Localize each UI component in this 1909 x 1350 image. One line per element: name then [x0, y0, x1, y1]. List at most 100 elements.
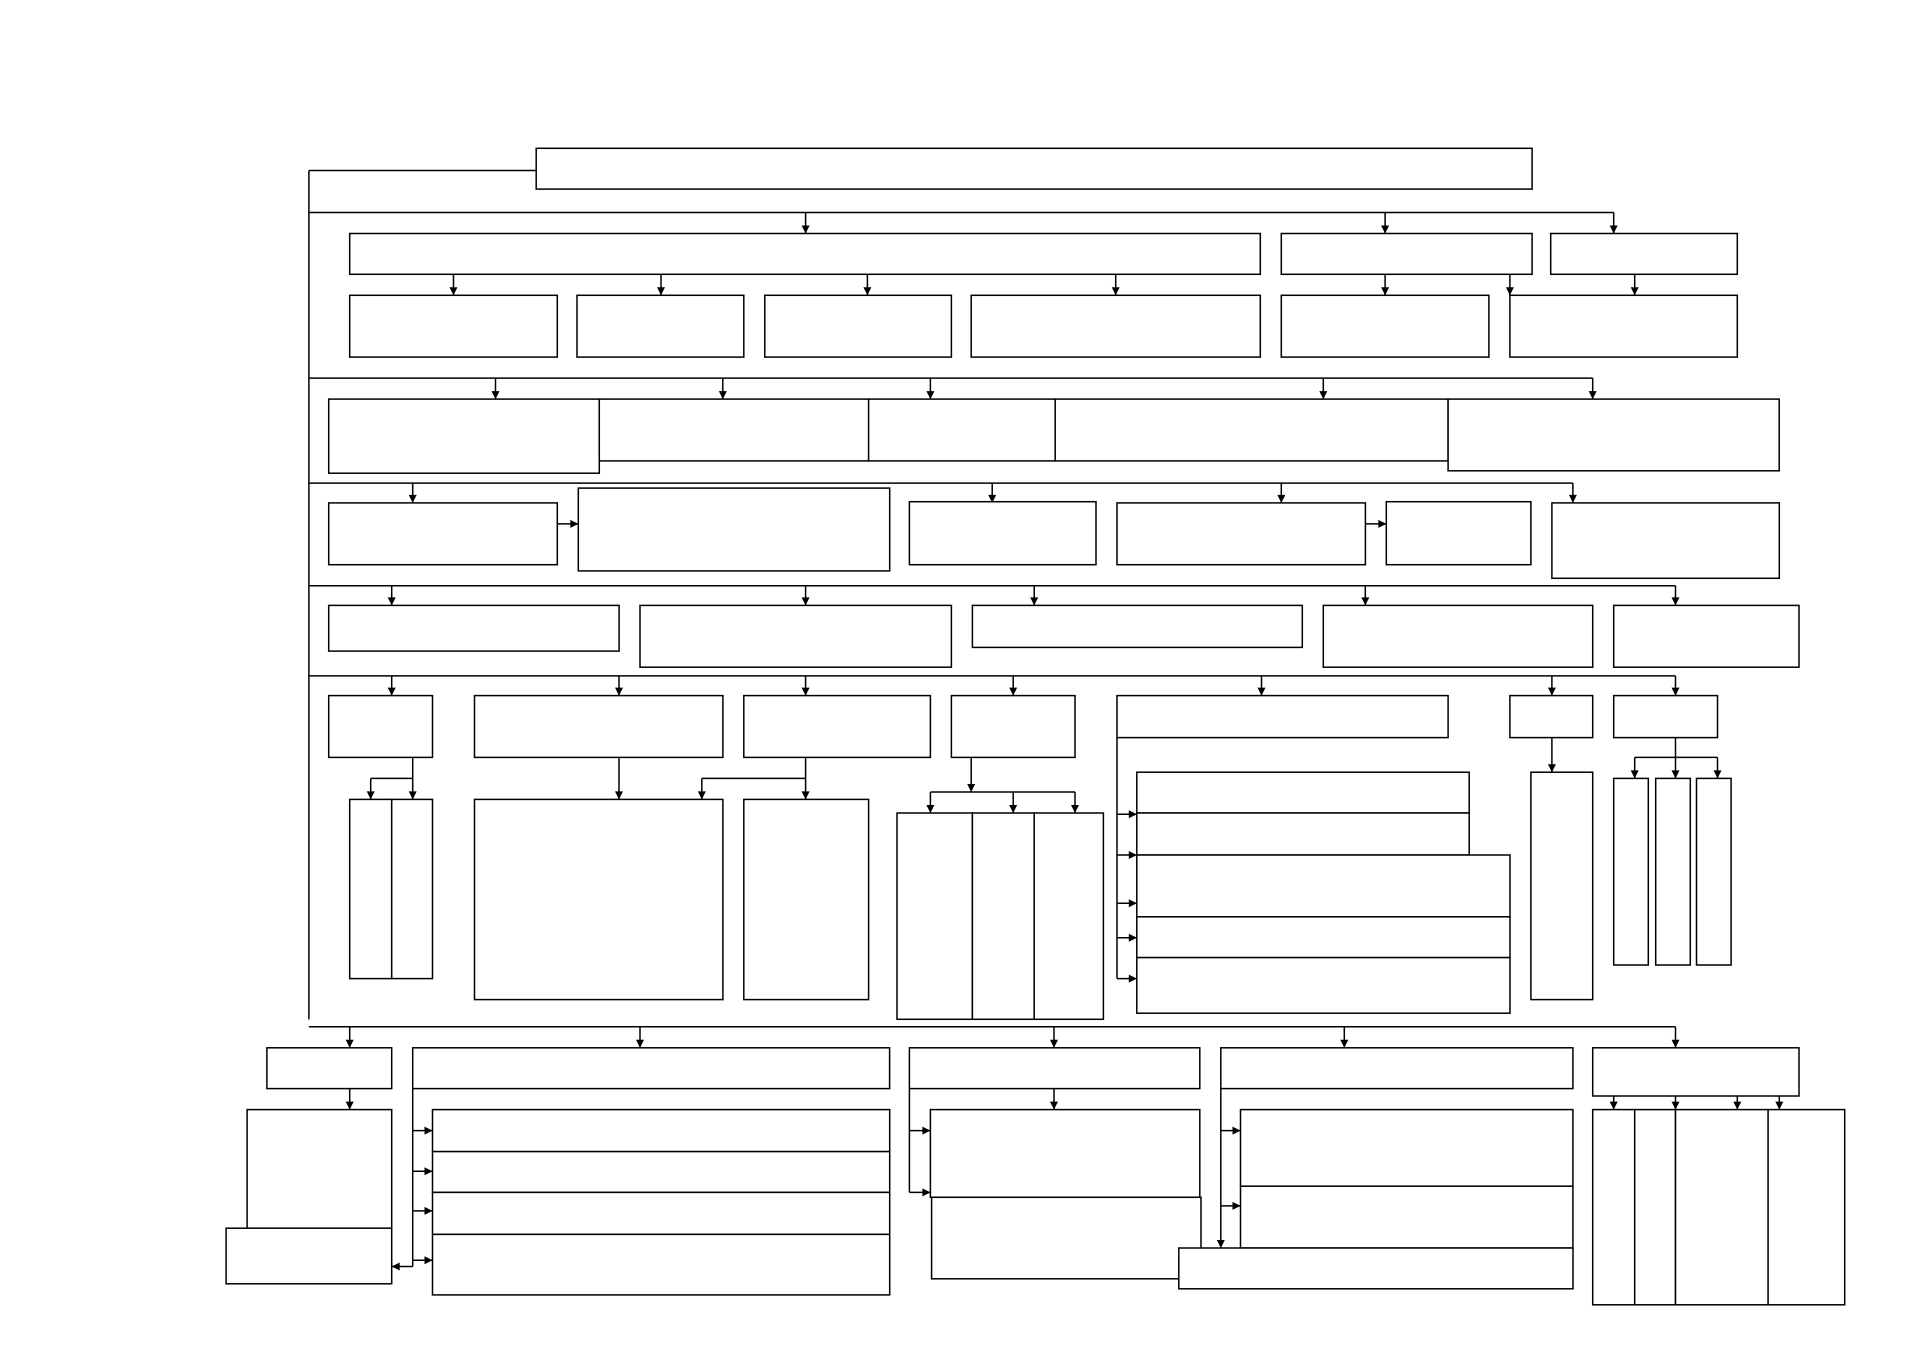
arrowhead-67 — [1232, 1126, 1241, 1135]
flowchart-node-60 — [431, 1233, 891, 1296]
arrowhead-45 — [1128, 899, 1137, 908]
flowchart-node-40 — [1033, 812, 1105, 1021]
flowchart-node-16 — [327, 502, 559, 566]
flowchart-node-17 — [577, 487, 891, 572]
arrowhead-3 — [1609, 225, 1618, 234]
flowchart-node-44 — [1136, 916, 1511, 959]
flowchart-node-29 — [743, 694, 932, 759]
flowchart-node-49 — [1695, 777, 1732, 966]
arrowhead-37 — [697, 791, 706, 800]
flowchart-node-28 — [473, 694, 724, 759]
arrowhead-69 — [1609, 1101, 1618, 1110]
arrowhead-48 — [1547, 764, 1556, 773]
flowchart-node-32 — [1509, 694, 1594, 739]
arrowhead-47 — [1128, 974, 1137, 983]
flowchart-node-8 — [970, 294, 1262, 358]
arrowhead-41 — [1009, 805, 1018, 813]
arrowhead-43 — [1128, 810, 1137, 819]
arrowhead-13 — [926, 391, 935, 400]
arrowhead-27 — [387, 687, 396, 696]
arrowhead-33 — [1671, 687, 1680, 696]
flowchart-nodes — [225, 147, 1846, 1306]
flowchart-node-30 — [950, 694, 1076, 759]
flowchart-node-65 — [1178, 1247, 1574, 1290]
flowchart-node-53 — [1220, 1047, 1574, 1090]
arrowhead-23 — [801, 597, 810, 606]
arrowhead-56 — [1671, 1039, 1680, 1048]
arrowhead-8 — [1381, 287, 1390, 296]
flowchart-node-19 — [1116, 502, 1367, 566]
arrowhead-14 — [1319, 391, 1328, 400]
flowchart-node-31 — [1116, 694, 1449, 739]
flowchart-node-63 — [1239, 1108, 1574, 1187]
arrowhead-22 — [387, 597, 396, 606]
arrowhead-53 — [636, 1039, 644, 1048]
arrowhead-17 — [988, 494, 997, 503]
flowchart-node-14 — [1054, 398, 1449, 462]
flowchart-node-11 — [327, 398, 601, 474]
arrowhead-52 — [345, 1039, 354, 1048]
flowchart-node-24 — [971, 604, 1304, 649]
arrowhead-20 — [570, 519, 579, 528]
arrowhead-15 — [1588, 391, 1597, 400]
arrowhead-70 — [1671, 1101, 1680, 1110]
arrowhead-62 — [391, 1262, 400, 1271]
flowchart-node-43 — [1136, 854, 1511, 918]
arrowhead-38 — [801, 791, 810, 800]
arrowhead-50 — [1671, 770, 1680, 779]
arrowhead-60 — [424, 1206, 433, 1215]
flowchart-node-33 — [1612, 694, 1719, 739]
arrowhead-71 — [1733, 1101, 1742, 1110]
flowchart-node-67 — [1633, 1108, 1677, 1306]
flowchart-node-21 — [1551, 502, 1781, 580]
flowchart-node-51 — [411, 1047, 891, 1090]
flowchart-node-36 — [473, 798, 724, 1001]
arrowhead-51 — [1713, 770, 1722, 779]
flowchart-node-10 — [1509, 294, 1739, 358]
arrowhead-46 — [1128, 933, 1137, 942]
arrowhead-49 — [1630, 770, 1639, 779]
arrowhead-42 — [1071, 805, 1079, 813]
flowchart-node-54 — [1591, 1047, 1800, 1097]
flowchart-node-9 — [1280, 294, 1490, 358]
flowchart-node-35 — [390, 798, 434, 980]
arrowhead-61 — [424, 1256, 433, 1265]
flowchart-node-52 — [908, 1047, 1201, 1090]
arrowhead-30 — [1009, 687, 1018, 696]
flowchart-node-34 — [348, 798, 393, 980]
arrowhead-12 — [718, 391, 727, 400]
arrowhead-5 — [657, 287, 665, 296]
arrowhead-66 — [1216, 1240, 1225, 1248]
flowchart-node-12 — [598, 398, 870, 462]
arrowhead-57 — [345, 1101, 354, 1110]
arrowheads — [345, 225, 1784, 1271]
flowchart-node-45 — [1136, 956, 1511, 1014]
arrowhead-32 — [1547, 687, 1556, 696]
flowchart-node-1 — [535, 147, 1533, 190]
flowchart-node-62 — [930, 1196, 1202, 1280]
flowchart-node-18 — [908, 500, 1097, 566]
flowchart-node-42 — [1136, 812, 1470, 856]
arrowhead-55 — [1340, 1039, 1349, 1048]
arrowhead-24 — [1030, 597, 1039, 606]
flowchart-node-13 — [867, 398, 1056, 462]
flowchart-node-47 — [1612, 777, 1650, 966]
arrowhead-28 — [615, 687, 623, 696]
arrowhead-2 — [1381, 225, 1390, 234]
arrowhead-25 — [1361, 597, 1370, 606]
flowchart-node-20 — [1385, 500, 1532, 566]
arrowhead-59 — [424, 1167, 433, 1176]
arrowhead-11 — [491, 391, 500, 400]
arrowhead-36 — [615, 791, 623, 800]
arrowhead-29 — [801, 687, 810, 696]
flowchart-node-55 — [246, 1108, 393, 1229]
flowchart-node-50 — [266, 1047, 393, 1090]
arrowhead-64 — [922, 1188, 931, 1197]
arrowhead-63 — [922, 1126, 931, 1135]
arrowhead-21 — [1378, 519, 1387, 528]
arrowhead-44 — [1128, 851, 1137, 859]
flowchart-node-25 — [1322, 604, 1594, 668]
flowchart-node-27 — [327, 694, 434, 759]
flowchart-node-38 — [896, 812, 974, 1021]
